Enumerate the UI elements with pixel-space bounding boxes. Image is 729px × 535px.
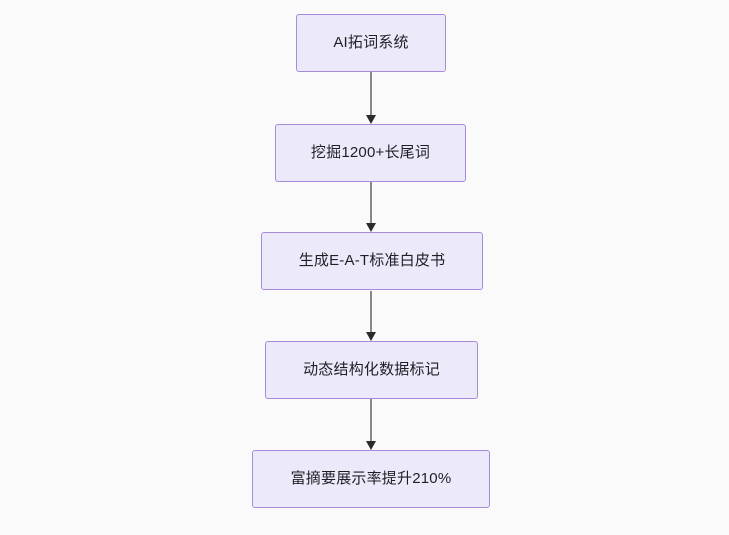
arrowhead-icon — [366, 115, 376, 124]
flow-node-n2[interactable]: 挖掘1200+长尾词 — [275, 124, 466, 182]
flow-node-n3[interactable]: 生成E-A-T标准白皮书 — [261, 232, 483, 290]
flow-node-n5[interactable]: 富摘要展示率提升210% — [252, 450, 490, 508]
arrowhead-icon — [366, 223, 376, 232]
flow-edge — [366, 182, 376, 232]
flow-node-label: 动态结构化数据标记 — [303, 361, 440, 378]
flow-edge — [366, 399, 376, 450]
flow-node-n4[interactable]: 动态结构化数据标记 — [265, 341, 478, 399]
flow-edge — [366, 72, 376, 124]
flow-node-label: 挖掘1200+长尾词 — [310, 144, 431, 161]
flow-node-n1[interactable]: AI拓词系统 — [296, 14, 446, 72]
flow-node-label: AI拓词系统 — [333, 34, 409, 51]
flow-edge — [366, 291, 376, 341]
arrowhead-icon — [366, 332, 376, 341]
arrowhead-icon — [366, 441, 376, 450]
flow-node-label: 生成E-A-T标准白皮书 — [298, 252, 446, 269]
flow-node-label: 富摘要展示率提升210% — [290, 470, 452, 487]
